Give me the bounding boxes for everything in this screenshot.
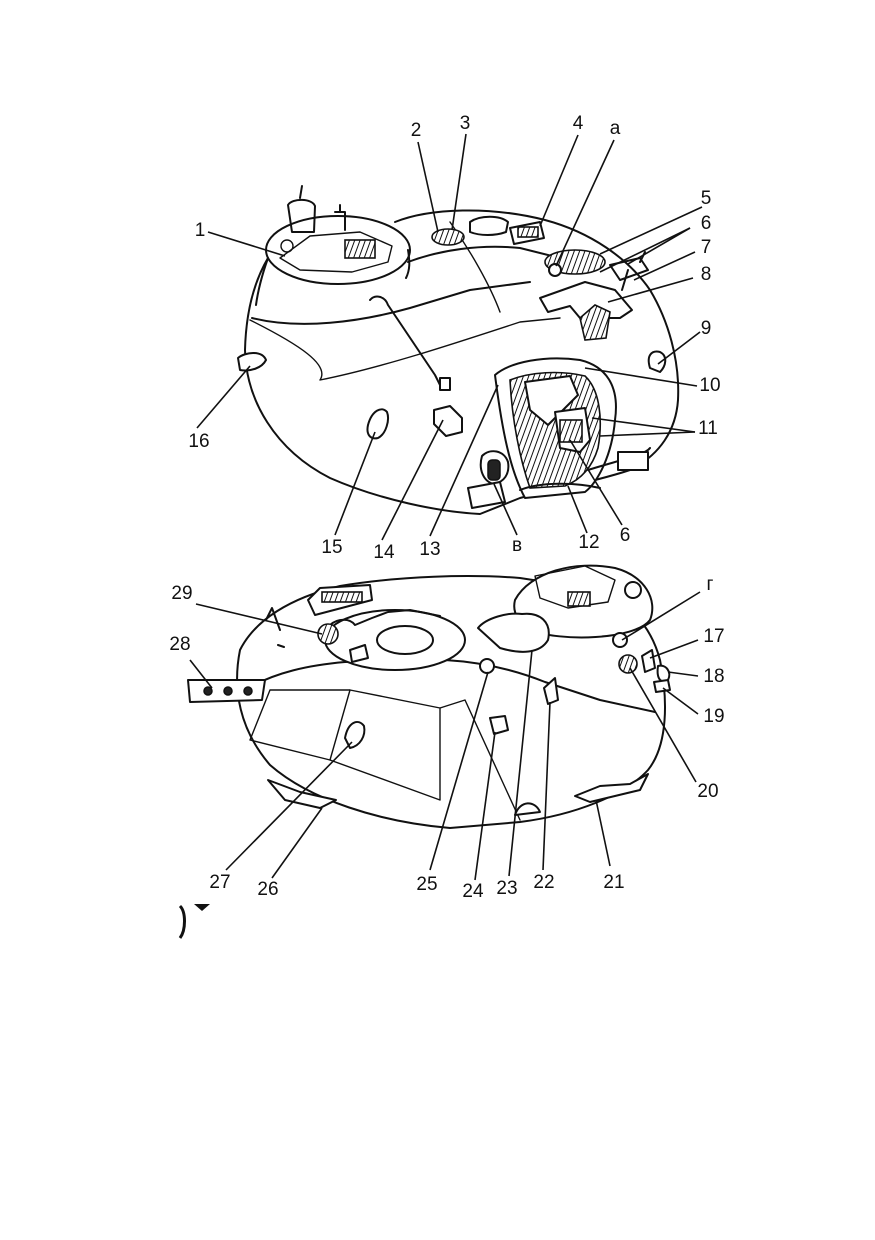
callout-3: 3	[460, 113, 471, 134]
callout-24: 24	[462, 881, 484, 902]
sight-plug	[548, 263, 562, 277]
rear-sight-tube	[477, 612, 550, 653]
loader-hatch-lock	[317, 623, 339, 645]
lower-bracket-left	[267, 779, 337, 809]
callout-a: а	[610, 118, 621, 139]
top-view-labels: 1 2 3 4 а 5 6 7 8 9 10 11 16 15 14 13 в …	[188, 113, 720, 563]
callout-27: 27	[209, 872, 230, 893]
page-fragment-arc	[178, 904, 186, 939]
callout-18: 18	[703, 666, 724, 687]
callout-9: 9	[701, 318, 712, 339]
callout-10: 10	[699, 375, 720, 396]
callout-29: 29	[171, 583, 192, 604]
turret-bottom-view	[187, 564, 701, 881]
callout-7: 7	[701, 237, 712, 258]
callout-22: 22	[533, 872, 554, 893]
lifting-eye-front	[366, 408, 389, 440]
loader-hatch-latch	[349, 644, 369, 663]
callout-25: 25	[416, 874, 437, 895]
cupola-hatch	[279, 231, 393, 273]
callout-g: г	[707, 574, 714, 595]
callout-2: 2	[411, 120, 422, 141]
callout-6-bottom: 6	[620, 525, 631, 546]
loader-hatch-inner	[376, 625, 434, 655]
lower-lug	[514, 802, 541, 816]
handrail-rod	[369, 295, 441, 386]
callout-17: 17	[703, 626, 724, 647]
rear-panel-seam	[329, 689, 521, 821]
handrail-foot	[439, 377, 451, 391]
lifting-eye-left	[237, 352, 267, 372]
cupola-rear-top	[534, 565, 616, 609]
lifting-eye-right	[647, 350, 667, 373]
callout-v: в	[512, 535, 522, 556]
rail-hole-2	[223, 686, 233, 696]
callout-5: 5	[701, 188, 712, 209]
antenna-base	[609, 251, 649, 291]
callout-14: 14	[373, 542, 395, 563]
loader-hatch-hinge	[469, 215, 509, 236]
roof-crease	[249, 317, 561, 381]
commander-cupola	[265, 215, 411, 285]
rear-lifting-eye-center	[489, 715, 509, 735]
roof-edge-line	[251, 245, 561, 325]
page-fragment-triangle	[194, 904, 210, 911]
cupola-rear-periscope	[567, 591, 591, 607]
rear-lifting-eye-left	[344, 721, 366, 749]
callout-23: 23	[496, 878, 517, 899]
rear-vent-grille	[321, 591, 363, 603]
callout-1: 1	[195, 220, 206, 241]
bottom-leader-lines	[189, 591, 701, 881]
ventilator-cover	[431, 228, 465, 246]
rear-clip	[543, 677, 559, 705]
cupola-machine-gun-mount	[287, 185, 346, 233]
bottom-view-labels: 29 28 г 17 18 19 20 27 26 25 24 23 22 21	[169, 574, 724, 902]
cupola-periscope	[344, 239, 376, 259]
callout-15: 15	[321, 537, 342, 558]
callout-26: 26	[257, 879, 278, 900]
lower-bracket-right	[574, 773, 649, 803]
plug-20	[618, 654, 638, 674]
turret-body-outline-rear	[236, 575, 666, 829]
callout-8: 8	[701, 264, 712, 285]
callout-16: 16	[188, 431, 209, 452]
top-leader-lines	[196, 133, 703, 541]
cupola-rear-eye	[624, 581, 642, 599]
pistol-port-slot	[487, 459, 501, 481]
callout-20: 20	[697, 781, 718, 802]
turret-top-view	[196, 133, 703, 541]
callout-19: 19	[703, 706, 724, 727]
roof-bracket	[433, 405, 463, 437]
callout-6-top: 6	[701, 213, 712, 234]
callout-4: 4	[573, 113, 584, 134]
callout-11: 11	[698, 418, 718, 439]
rear-sight-knob	[479, 658, 495, 674]
callout-13: 13	[419, 539, 440, 560]
antenna-mount	[265, 607, 285, 648]
sight-housing-shadow	[579, 304, 611, 341]
fitting-17	[641, 649, 656, 673]
rail-hole-3	[243, 686, 253, 696]
sight-housing	[539, 281, 633, 319]
callout-12: 12	[578, 532, 599, 553]
cupola-handle	[280, 239, 294, 253]
fitting-19	[653, 679, 671, 693]
loader-periscope-glass	[517, 226, 539, 238]
loader-hatch-hinges	[329, 609, 441, 626]
cupola-side-wall	[255, 249, 411, 306]
callout-28: 28	[169, 634, 190, 655]
callout-21: 21	[603, 872, 624, 893]
gun-cradle-teeth	[559, 419, 583, 443]
rail-hole-1	[203, 686, 213, 696]
plug-g	[612, 632, 628, 648]
embrasure-bracket	[617, 451, 649, 471]
